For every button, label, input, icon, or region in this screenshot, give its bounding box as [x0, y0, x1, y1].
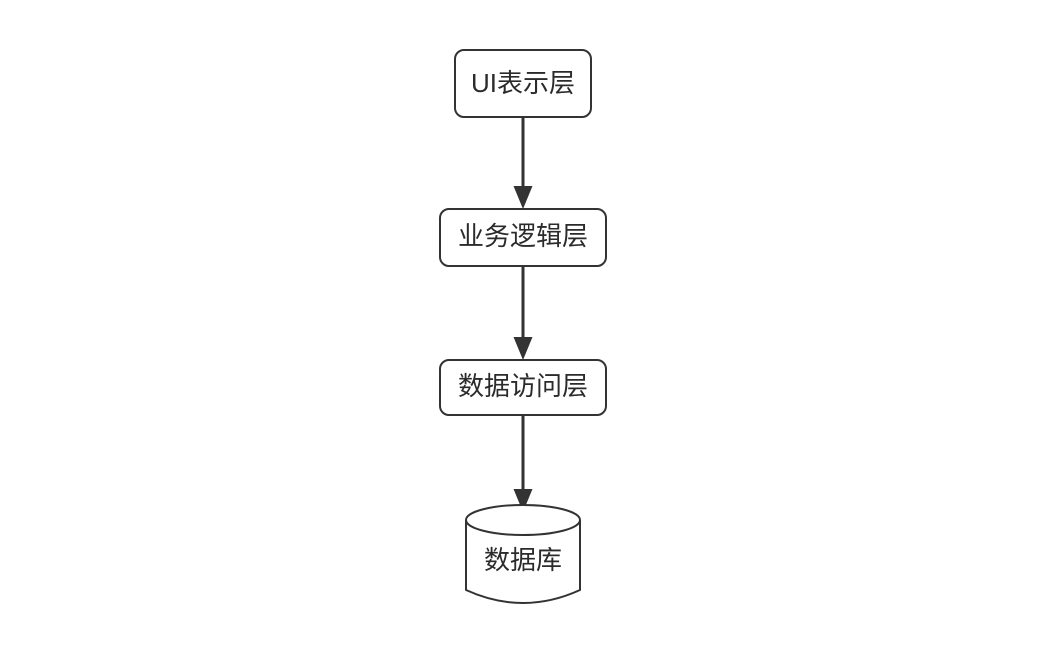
edge-data-access-to-database — [513, 415, 533, 512]
node-database-body — [465, 520, 581, 604]
node-ui-layer[interactable]: UI表示层 — [454, 49, 592, 118]
node-database[interactable]: 数据库 — [465, 504, 581, 604]
edge-business-to-data-access-arrowhead — [513, 337, 533, 360]
node-data-access-layer-shape — [439, 359, 607, 416]
node-ui-layer-shape — [454, 49, 592, 118]
node-data-access-layer-label: 数据访问层 — [458, 371, 588, 401]
node-business-layer-shape — [439, 208, 607, 267]
edge-business-to-data-access — [513, 266, 533, 360]
edge-ui-to-business-arrowhead — [513, 186, 533, 209]
node-database-label: 数据库 — [484, 545, 562, 575]
node-business-layer[interactable]: 业务逻辑层 — [439, 208, 607, 267]
node-database-top — [465, 504, 581, 536]
edge-data-access-to-database-arrowhead — [513, 489, 533, 512]
edge-ui-to-business — [513, 117, 533, 209]
node-data-access-layer[interactable]: 数据访问层 — [439, 359, 607, 416]
node-ui-layer-label: UI表示层 — [471, 68, 575, 98]
node-business-layer-label: 业务逻辑层 — [458, 221, 588, 251]
